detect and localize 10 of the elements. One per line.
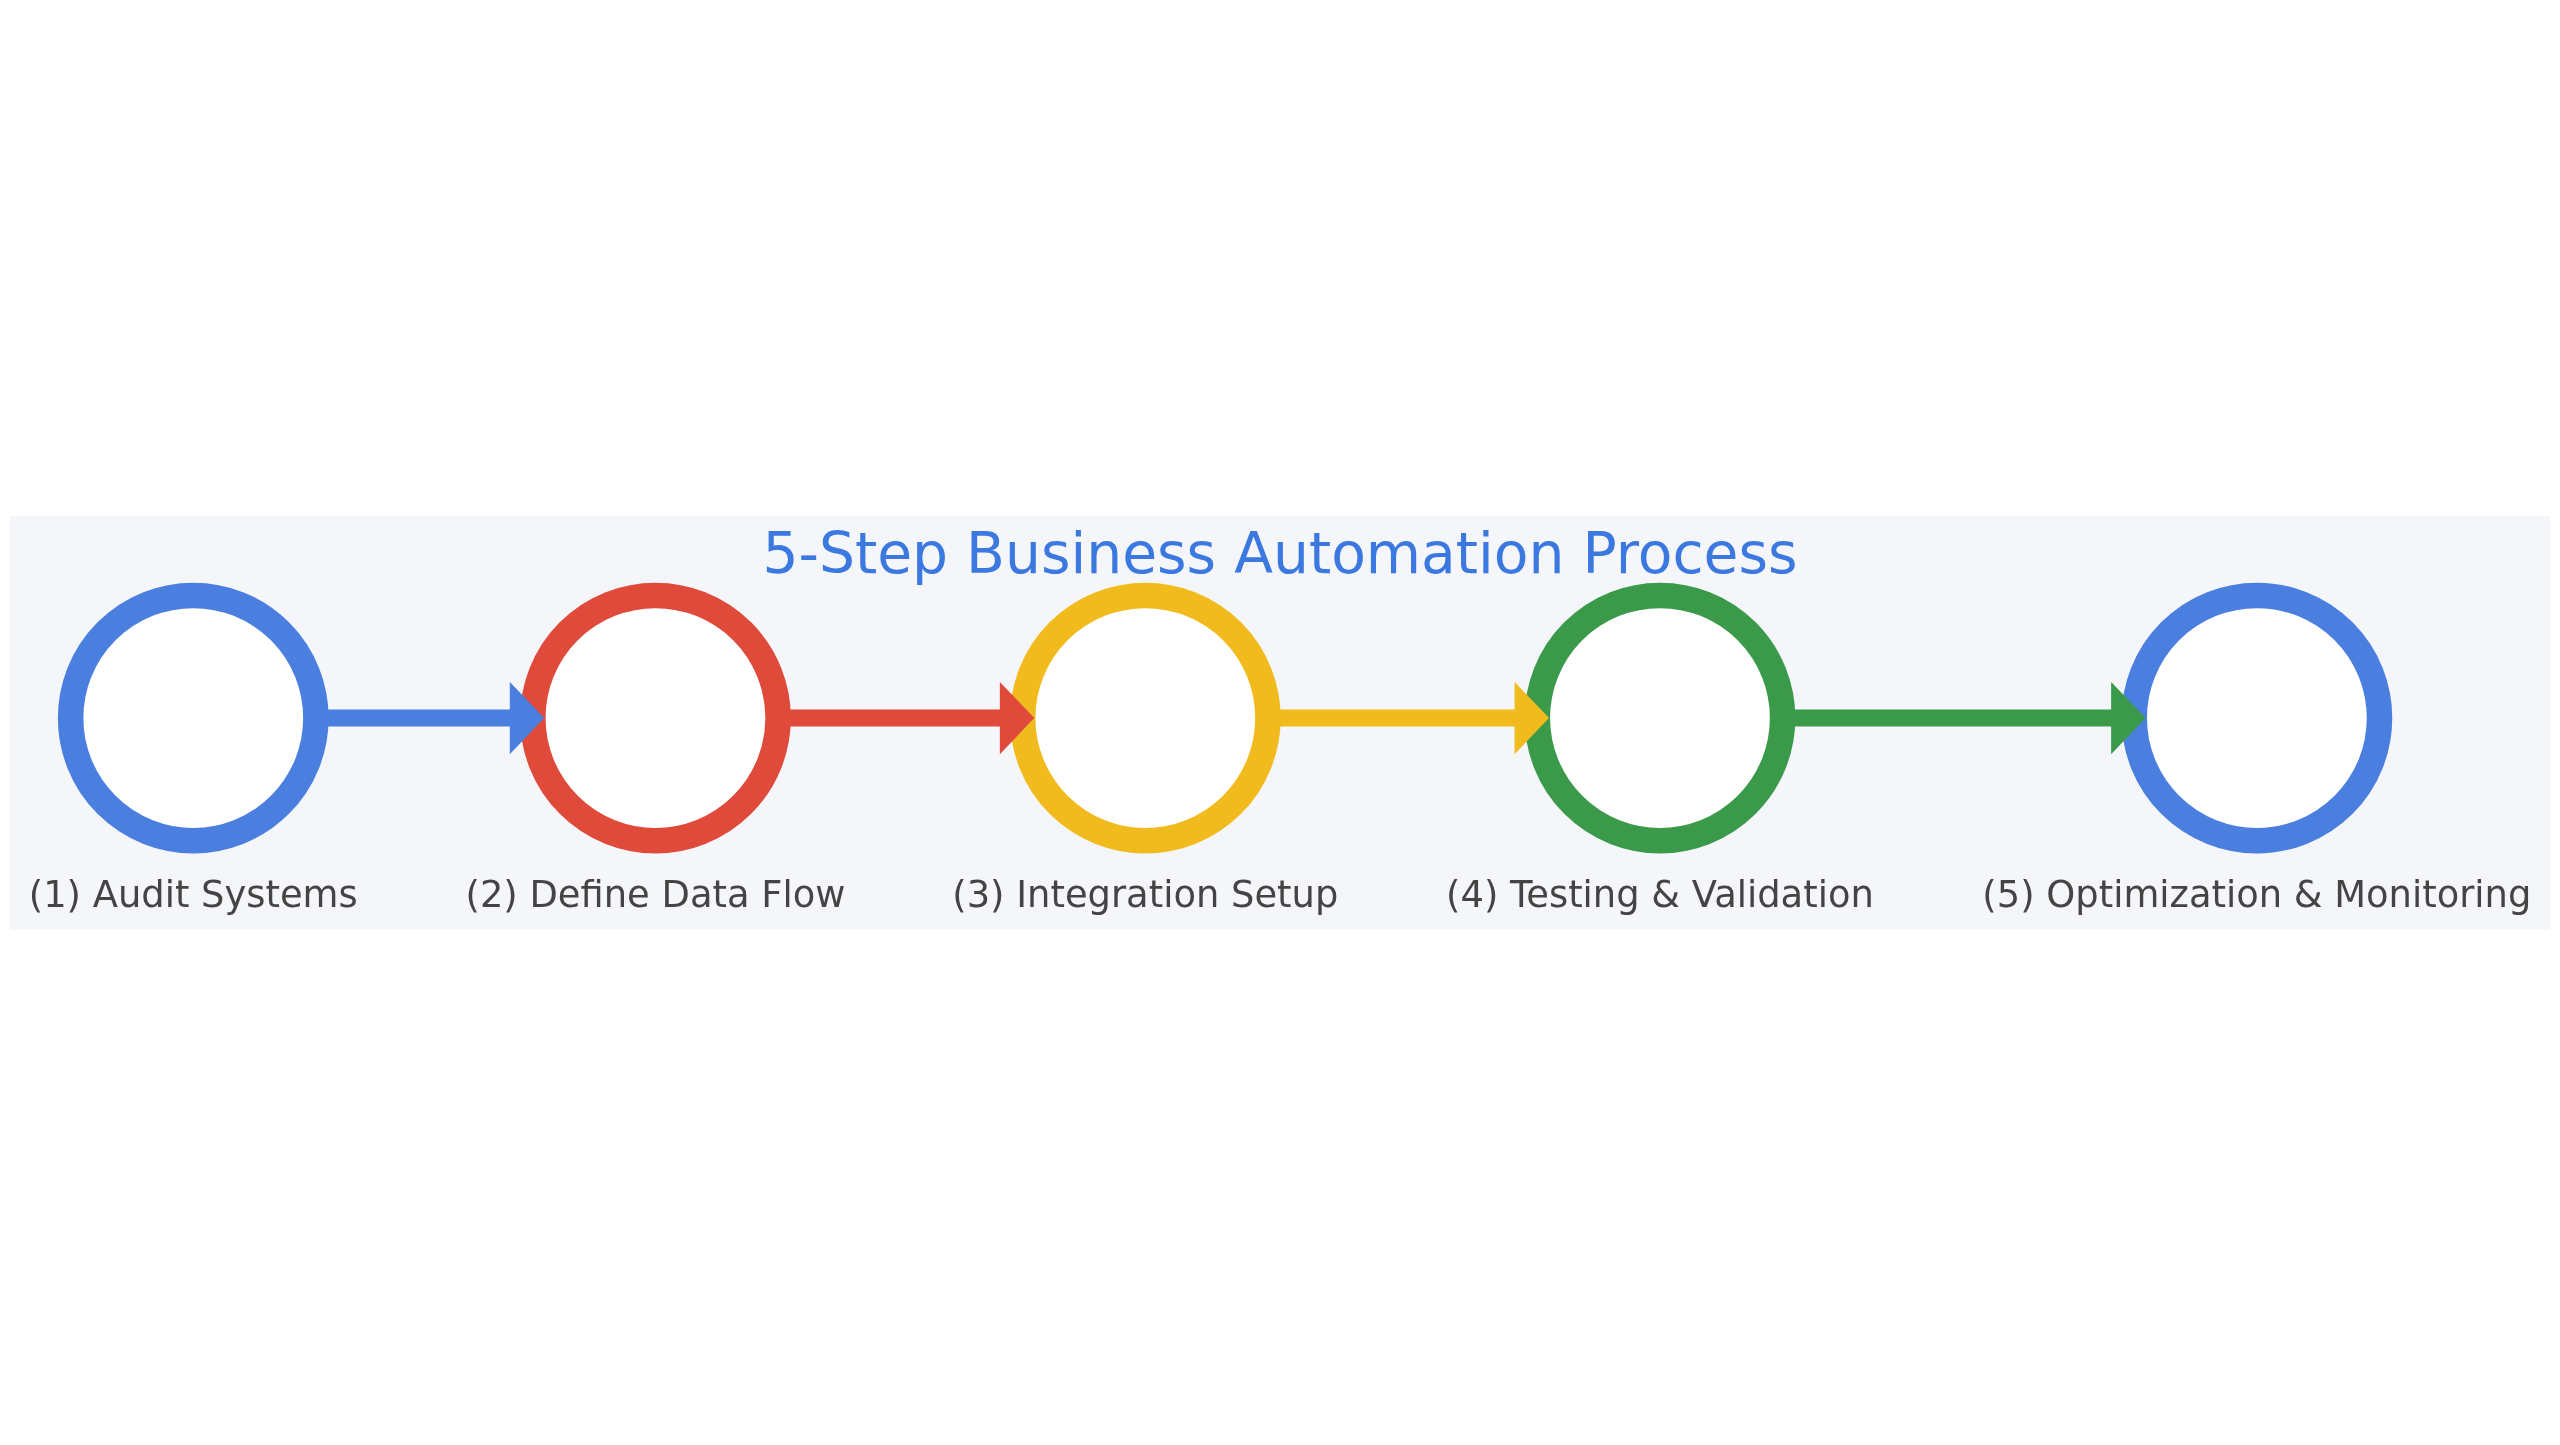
node-label: (5) Optimization & Monitoring — [1982, 872, 2532, 916]
node-circle — [2121, 582, 2393, 853]
node-circle — [57, 582, 329, 853]
node-label: (4) Testing & Validation — [1446, 872, 1874, 916]
node-circle — [1524, 582, 1796, 853]
node-circle — [1009, 582, 1281, 853]
node-label: (3) Integration Setup — [952, 872, 1339, 916]
diagram-title: 5-Step Business Automation Process — [762, 519, 1798, 586]
node-label: (2) Define Data Flow — [465, 872, 846, 916]
node-label: (1) Audit Systems — [28, 872, 358, 916]
